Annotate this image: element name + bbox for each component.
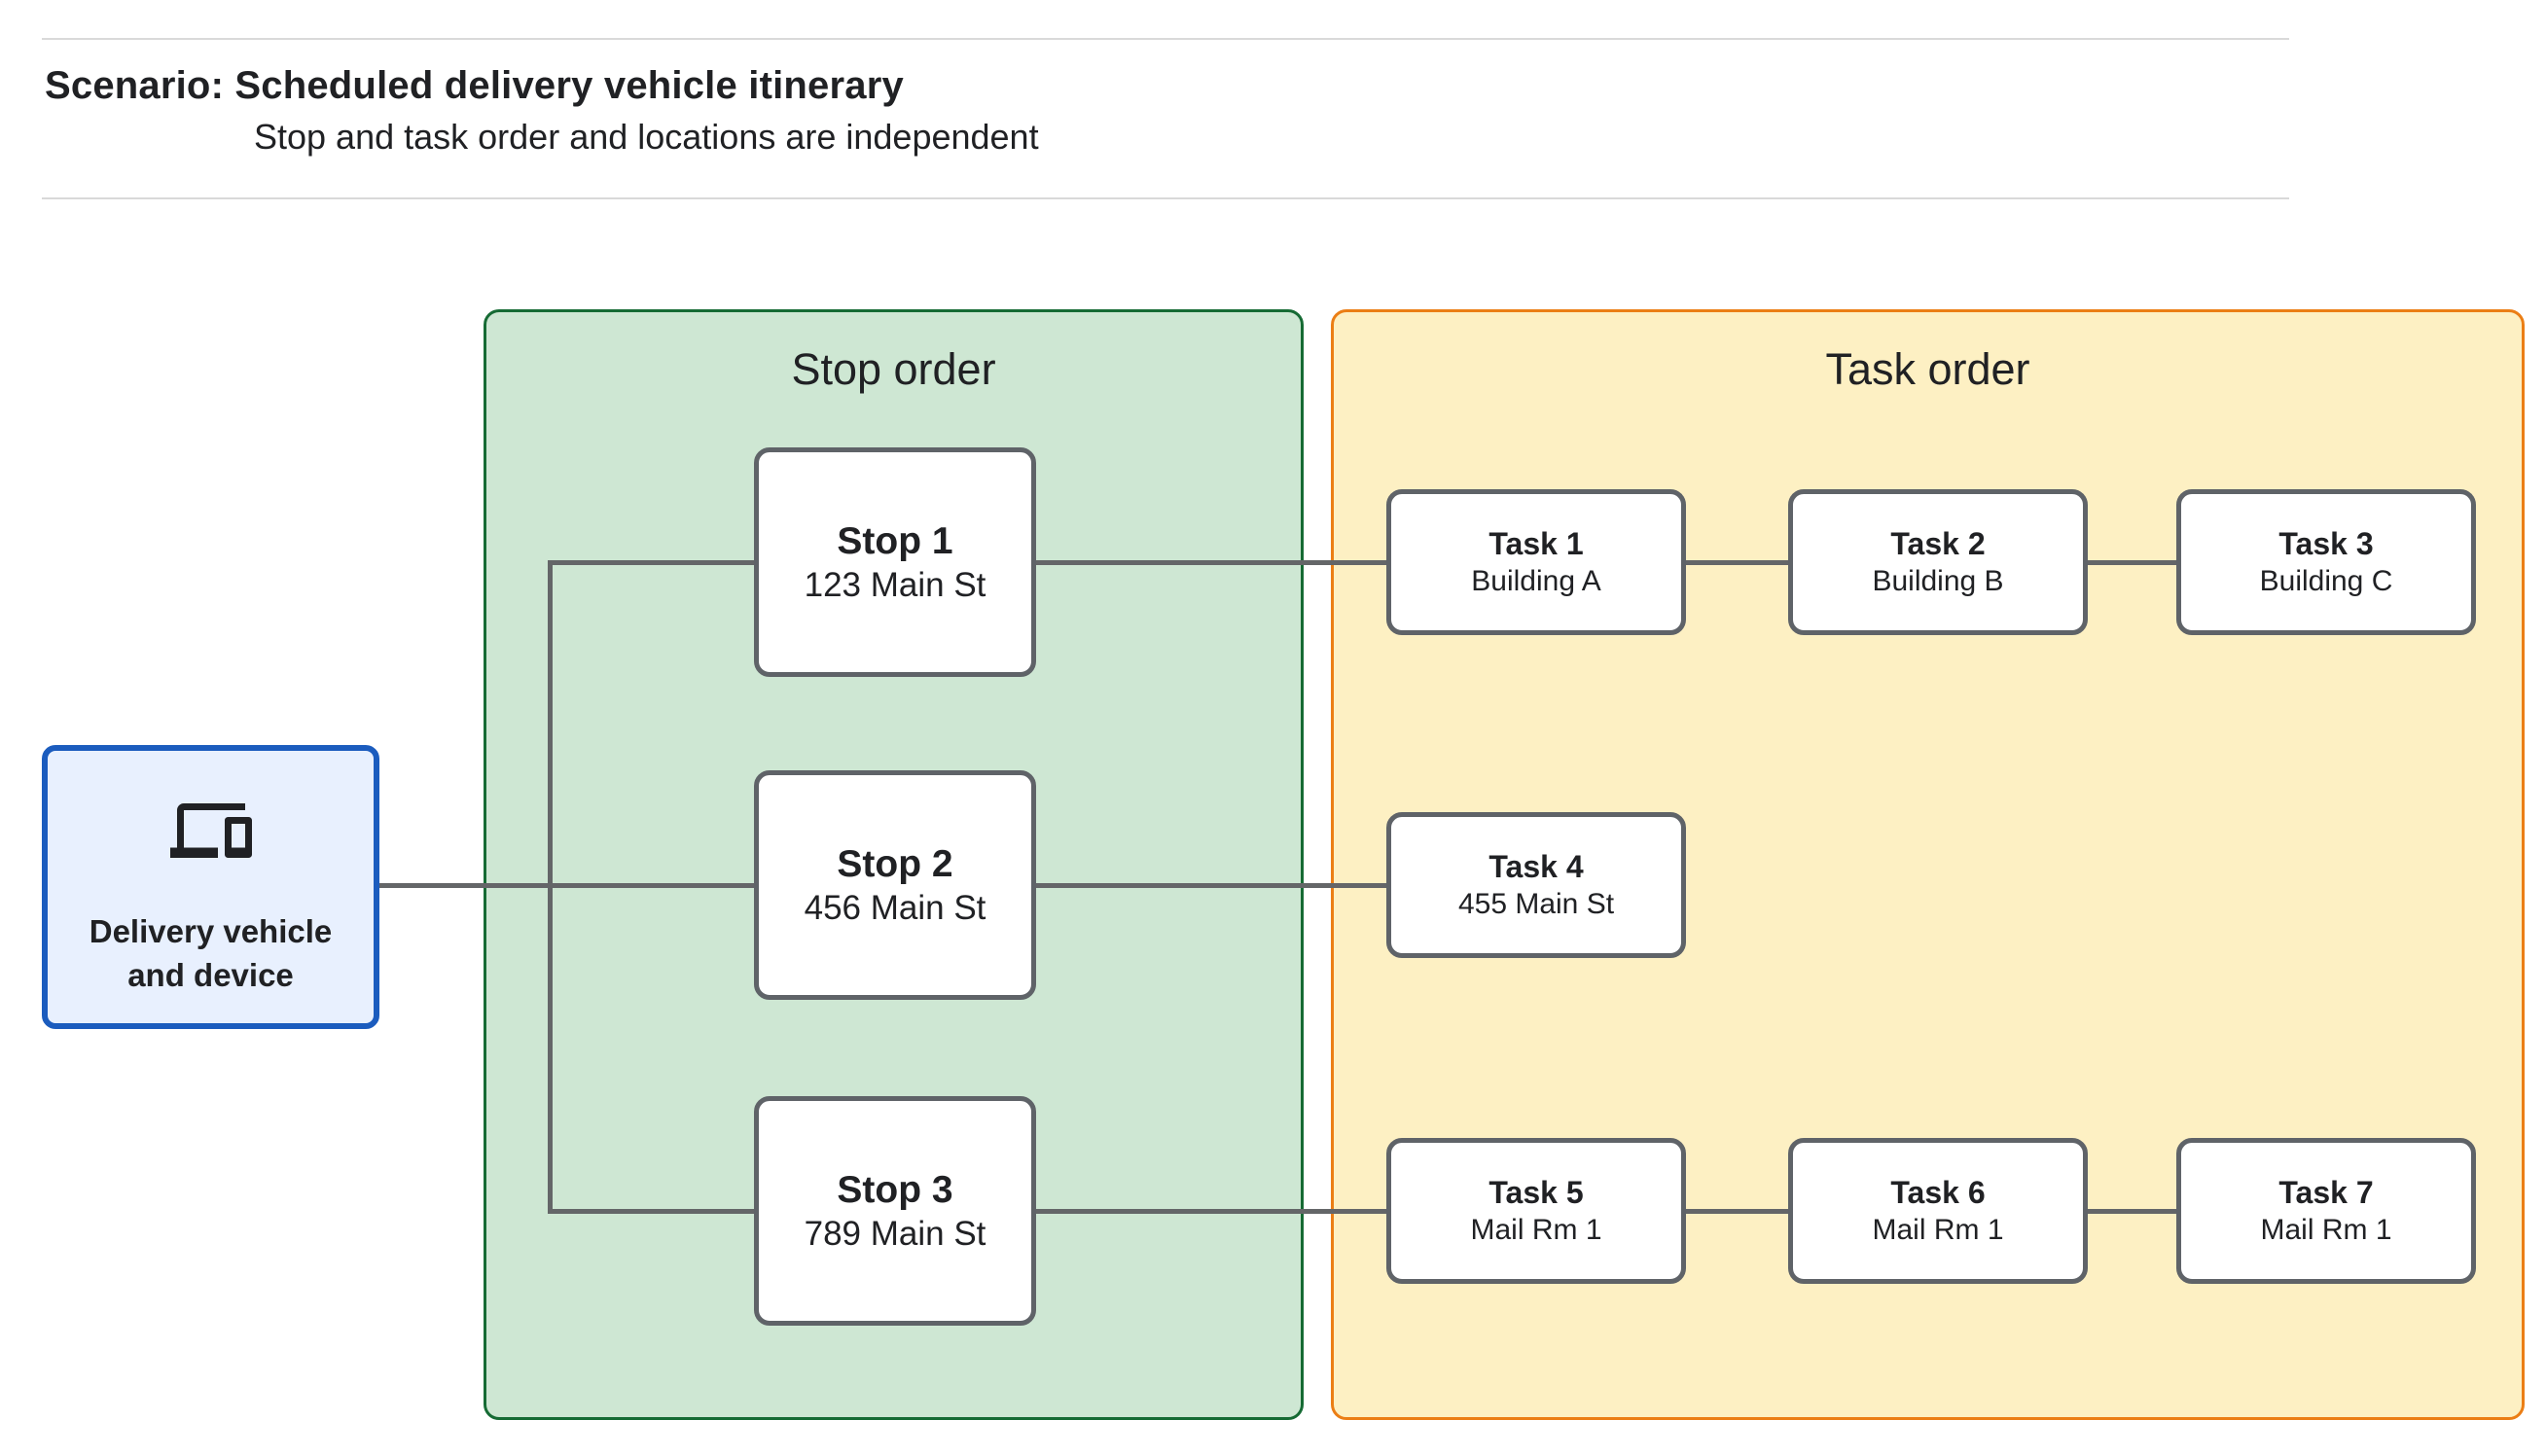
task-4-name: Task 4 bbox=[1488, 849, 1584, 884]
task-6-node: Task 6 Mail Rm 1 bbox=[1788, 1138, 2088, 1284]
task-6-name: Task 6 bbox=[1890, 1175, 1986, 1210]
connector-task1-task2 bbox=[1686, 560, 1788, 565]
stop-1-node: Stop 1 123 Main St bbox=[754, 447, 1036, 677]
task-4-node: Task 4 455 Main St bbox=[1386, 812, 1686, 958]
connector-branch-to-stop1 bbox=[548, 560, 754, 565]
stop-1-name: Stop 1 bbox=[837, 520, 953, 562]
task-2-name: Task 2 bbox=[1890, 526, 1986, 561]
top-divider bbox=[42, 38, 2289, 40]
connector-branch-to-stop3 bbox=[548, 1209, 754, 1214]
task-1-node: Task 1 Building A bbox=[1386, 489, 1686, 635]
connector-stop1-task1 bbox=[1036, 560, 1386, 565]
task-2-location: Building B bbox=[1872, 565, 2004, 597]
stop-2-node: Stop 2 456 Main St bbox=[754, 770, 1036, 1000]
connector-stop2-task4 bbox=[1036, 883, 1386, 888]
task-6-location: Mail Rm 1 bbox=[1872, 1214, 2004, 1246]
connector-source-to-stops bbox=[379, 883, 754, 888]
page-title: Scenario: Scheduled delivery vehicle iti… bbox=[45, 64, 904, 107]
stop-3-location: 789 Main St bbox=[804, 1215, 986, 1253]
task-3-node: Task 3 Building C bbox=[2176, 489, 2476, 635]
delivery-vehicle-node: Delivery vehicle and device bbox=[42, 745, 379, 1029]
connector-branch-vertical bbox=[548, 560, 553, 1214]
task-2-node: Task 2 Building B bbox=[1788, 489, 2088, 635]
task-5-location: Mail Rm 1 bbox=[1470, 1214, 1602, 1246]
header-divider bbox=[42, 197, 2289, 199]
stop-3-node: Stop 3 789 Main St bbox=[754, 1096, 1036, 1326]
connector-task5-task6 bbox=[1686, 1209, 1788, 1214]
task-4-location: 455 Main St bbox=[1457, 888, 1615, 920]
stop-order-panel-title: Stop order bbox=[791, 344, 996, 394]
stop-2-name: Stop 2 bbox=[837, 843, 953, 885]
delivery-vehicle-label: Delivery vehicle and device bbox=[89, 913, 333, 993]
connector-stop3-task5 bbox=[1036, 1209, 1386, 1214]
task-3-location: Building C bbox=[2259, 565, 2393, 597]
stop-2-location: 456 Main St bbox=[804, 889, 986, 927]
page-subtitle: Stop and task order and locations are in… bbox=[254, 117, 1039, 157]
task-7-name: Task 7 bbox=[2278, 1175, 2374, 1210]
task-3-name: Task 3 bbox=[2278, 526, 2374, 561]
task-5-node: Task 5 Mail Rm 1 bbox=[1386, 1138, 1686, 1284]
stop-1-location: 123 Main St bbox=[804, 566, 986, 604]
task-order-panel-title: Task order bbox=[1825, 344, 2030, 394]
connector-task2-task3 bbox=[2088, 560, 2176, 565]
task-5-name: Task 5 bbox=[1488, 1175, 1584, 1210]
stop-3-name: Stop 3 bbox=[837, 1169, 953, 1211]
devices-icon bbox=[169, 803, 252, 858]
task-1-location: Building A bbox=[1471, 565, 1601, 597]
task-7-location: Mail Rm 1 bbox=[2260, 1214, 2392, 1246]
task-1-name: Task 1 bbox=[1488, 526, 1584, 561]
task-7-node: Task 7 Mail Rm 1 bbox=[2176, 1138, 2476, 1284]
connector-task6-task7 bbox=[2088, 1209, 2176, 1214]
